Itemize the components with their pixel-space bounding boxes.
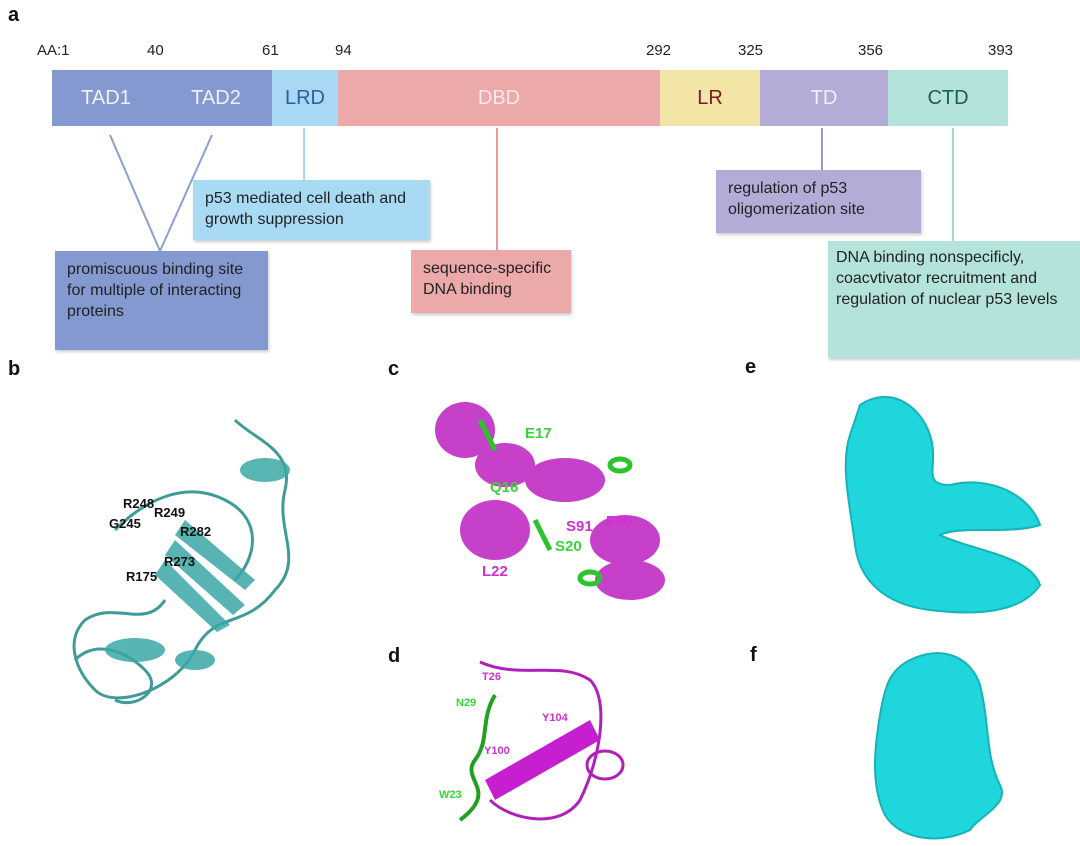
domain-tad2: TAD2 bbox=[160, 70, 272, 126]
residue-label: Y100 bbox=[484, 745, 510, 757]
residue-label: Y104 bbox=[542, 712, 568, 724]
domain-ctd: CTD bbox=[888, 70, 1008, 126]
residue-label: F90 bbox=[606, 513, 632, 530]
position-label: AA:1 bbox=[37, 42, 70, 59]
domain-td: TD bbox=[760, 70, 888, 126]
position-label: 94 bbox=[335, 42, 352, 59]
domain-lrd: LRD bbox=[272, 70, 338, 126]
position-label: 61 bbox=[262, 42, 279, 59]
helix-binding-structure-image bbox=[458, 660, 625, 822]
panel-label-e: e bbox=[745, 356, 757, 378]
annotation-dbd: sequence-specific DNA binding bbox=[411, 250, 571, 313]
position-label: 40 bbox=[147, 42, 164, 59]
panel-label-b: b bbox=[8, 358, 21, 380]
residue-label: R273 bbox=[164, 554, 196, 569]
residue-label: L22 bbox=[482, 563, 508, 580]
domain-lr: LR bbox=[660, 70, 760, 126]
panel-label-d: d bbox=[388, 645, 401, 667]
connector-lines bbox=[109, 128, 954, 252]
surface-structure-e-image bbox=[844, 395, 1042, 614]
annotation-ctd: DNA binding nonspecificly, coacvtivator … bbox=[828, 241, 1080, 358]
panel-label-f: f bbox=[750, 644, 757, 666]
residue-label: T26 bbox=[482, 671, 501, 683]
annotation-lrd: p53 mediated cell death and growth suppr… bbox=[193, 180, 430, 240]
annotation-tad: promiscuous binding site for multiple of… bbox=[55, 251, 268, 350]
p53-dbd-structure-image bbox=[72, 418, 291, 705]
mdm2-complex-structure-image bbox=[435, 402, 665, 600]
panel-label-a: a bbox=[8, 4, 20, 26]
position-label: 325 bbox=[738, 42, 764, 59]
position-label: 292 bbox=[646, 42, 672, 59]
annotation-td: regulation of p53 oligomerization site bbox=[716, 170, 921, 233]
residue-label: R249 bbox=[154, 505, 186, 520]
residue-label: Q16 bbox=[490, 479, 519, 496]
panel-label-c: c bbox=[388, 358, 400, 380]
surface-structure-f-image bbox=[874, 652, 1003, 840]
residue-label: E17 bbox=[525, 425, 552, 442]
position-label: 393 bbox=[988, 42, 1014, 59]
residue-label: R248 bbox=[123, 496, 155, 511]
domain-tad1: TAD1 bbox=[52, 70, 160, 126]
residue-label: R282 bbox=[180, 524, 212, 539]
residue-label: S91 bbox=[566, 518, 593, 535]
residue-label: W23 bbox=[439, 789, 462, 801]
residue-label: S20 bbox=[555, 538, 582, 555]
residue-label: N29 bbox=[456, 697, 477, 709]
residue-label: R175 bbox=[126, 569, 158, 584]
residue-label: G245 bbox=[109, 516, 141, 531]
domain-dbd: DBD bbox=[338, 70, 660, 126]
position-label: 356 bbox=[858, 42, 884, 59]
